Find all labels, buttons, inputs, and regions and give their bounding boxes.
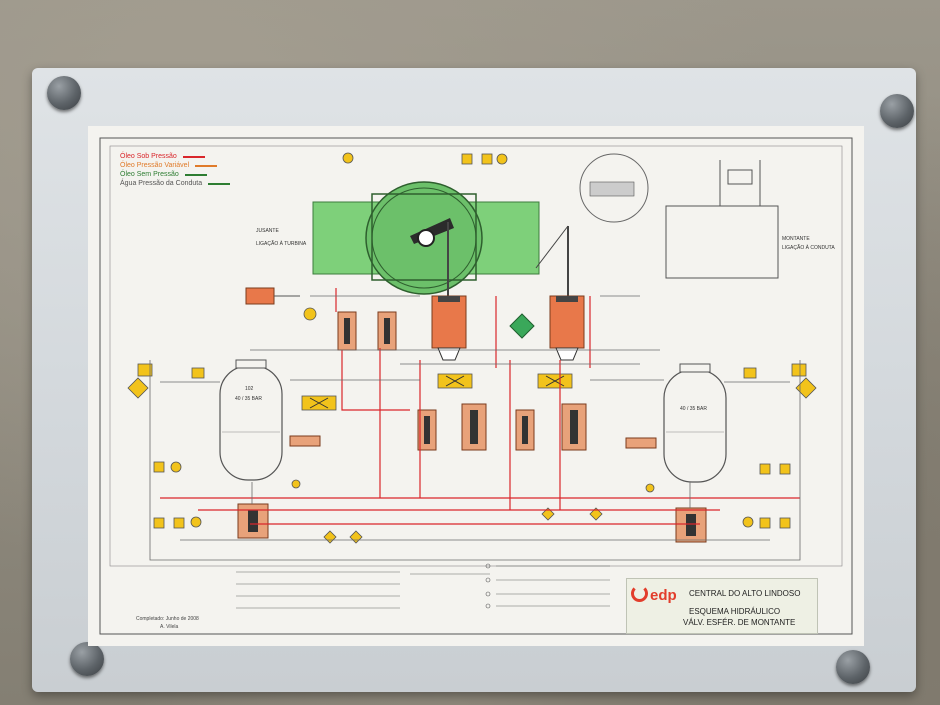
legend-item: Óleo Sob Pressão bbox=[120, 152, 230, 161]
title-line-2: VÁLV. ESFÉR. DE MONTANTE bbox=[683, 618, 796, 627]
legend-label-3: Água Pressão da Conduta bbox=[120, 180, 203, 187]
label-ligacao-conduta: LIGAÇÃO À CONDUTA bbox=[782, 245, 835, 251]
legend-label-2: Óleo Sem Pressão bbox=[120, 171, 179, 178]
legend-swatch bbox=[184, 173, 207, 176]
tank-right-spec: 40 / 35 BAR bbox=[680, 406, 707, 412]
accumulator-tank-left bbox=[219, 365, 283, 481]
return-lines bbox=[149, 295, 801, 561]
legend-label-1: Óleo Pressão Variável bbox=[120, 162, 190, 169]
label-montante: MONTANTE bbox=[782, 236, 810, 242]
author-name: A. Vilela bbox=[160, 624, 179, 630]
accumulator-tank-right bbox=[663, 369, 727, 483]
filter-diamond bbox=[509, 313, 535, 339]
bolt-bottom-right bbox=[836, 650, 870, 684]
plant-name: CENTRAL DO ALTO LINDOSO bbox=[689, 589, 801, 598]
legend-item: Óleo Sem Pressão bbox=[120, 170, 230, 179]
actuator-small bbox=[245, 287, 275, 305]
servo-cylinder-left bbox=[431, 295, 467, 349]
edp-logo: edp bbox=[631, 585, 677, 604]
completed-date: Completado: Junho de 2008 bbox=[136, 616, 199, 622]
tank-left-id: 102 bbox=[245, 386, 254, 392]
label-jusante: JUSANTE bbox=[256, 228, 279, 234]
solenoid-valves bbox=[137, 363, 807, 411]
detail-circle bbox=[579, 153, 649, 223]
legend-swatch bbox=[182, 155, 205, 158]
edp-brand: edp bbox=[650, 587, 677, 604]
title-line-1: ESQUEMA HIDRÁULICO bbox=[689, 607, 781, 616]
bolt-bottom-left bbox=[70, 642, 104, 676]
tank-left-spec: 40 / 35 BAR bbox=[235, 396, 262, 402]
check-valve-right bbox=[795, 377, 817, 399]
bolt-top-right bbox=[880, 94, 914, 128]
valve-blocks bbox=[237, 311, 707, 543]
pressure-lines bbox=[160, 288, 800, 525]
title-block: edp CENTRAL DO ALTO LINDOSO ESQUEMA HIDR… bbox=[626, 578, 818, 634]
legend-item: Óleo Pressão Variável bbox=[120, 161, 230, 170]
servo-cylinder-right bbox=[549, 295, 585, 349]
legend-swatch bbox=[208, 182, 231, 185]
label-ligacao-turbina: LIGAÇÃO À TURBINA bbox=[256, 241, 307, 247]
check-valve-left bbox=[127, 377, 149, 399]
legend: Óleo Sob Pressão Óleo Pressão Variável Ó… bbox=[120, 152, 231, 188]
legend-item: Água Pressão da Conduta bbox=[120, 179, 231, 188]
legend-label-0: Óleo Sob Pressão bbox=[120, 153, 177, 160]
bolt-top-left bbox=[47, 76, 81, 110]
bottom-table-lines bbox=[236, 565, 610, 609]
legend-swatch bbox=[195, 164, 218, 167]
edp-mark-icon bbox=[631, 585, 648, 602]
